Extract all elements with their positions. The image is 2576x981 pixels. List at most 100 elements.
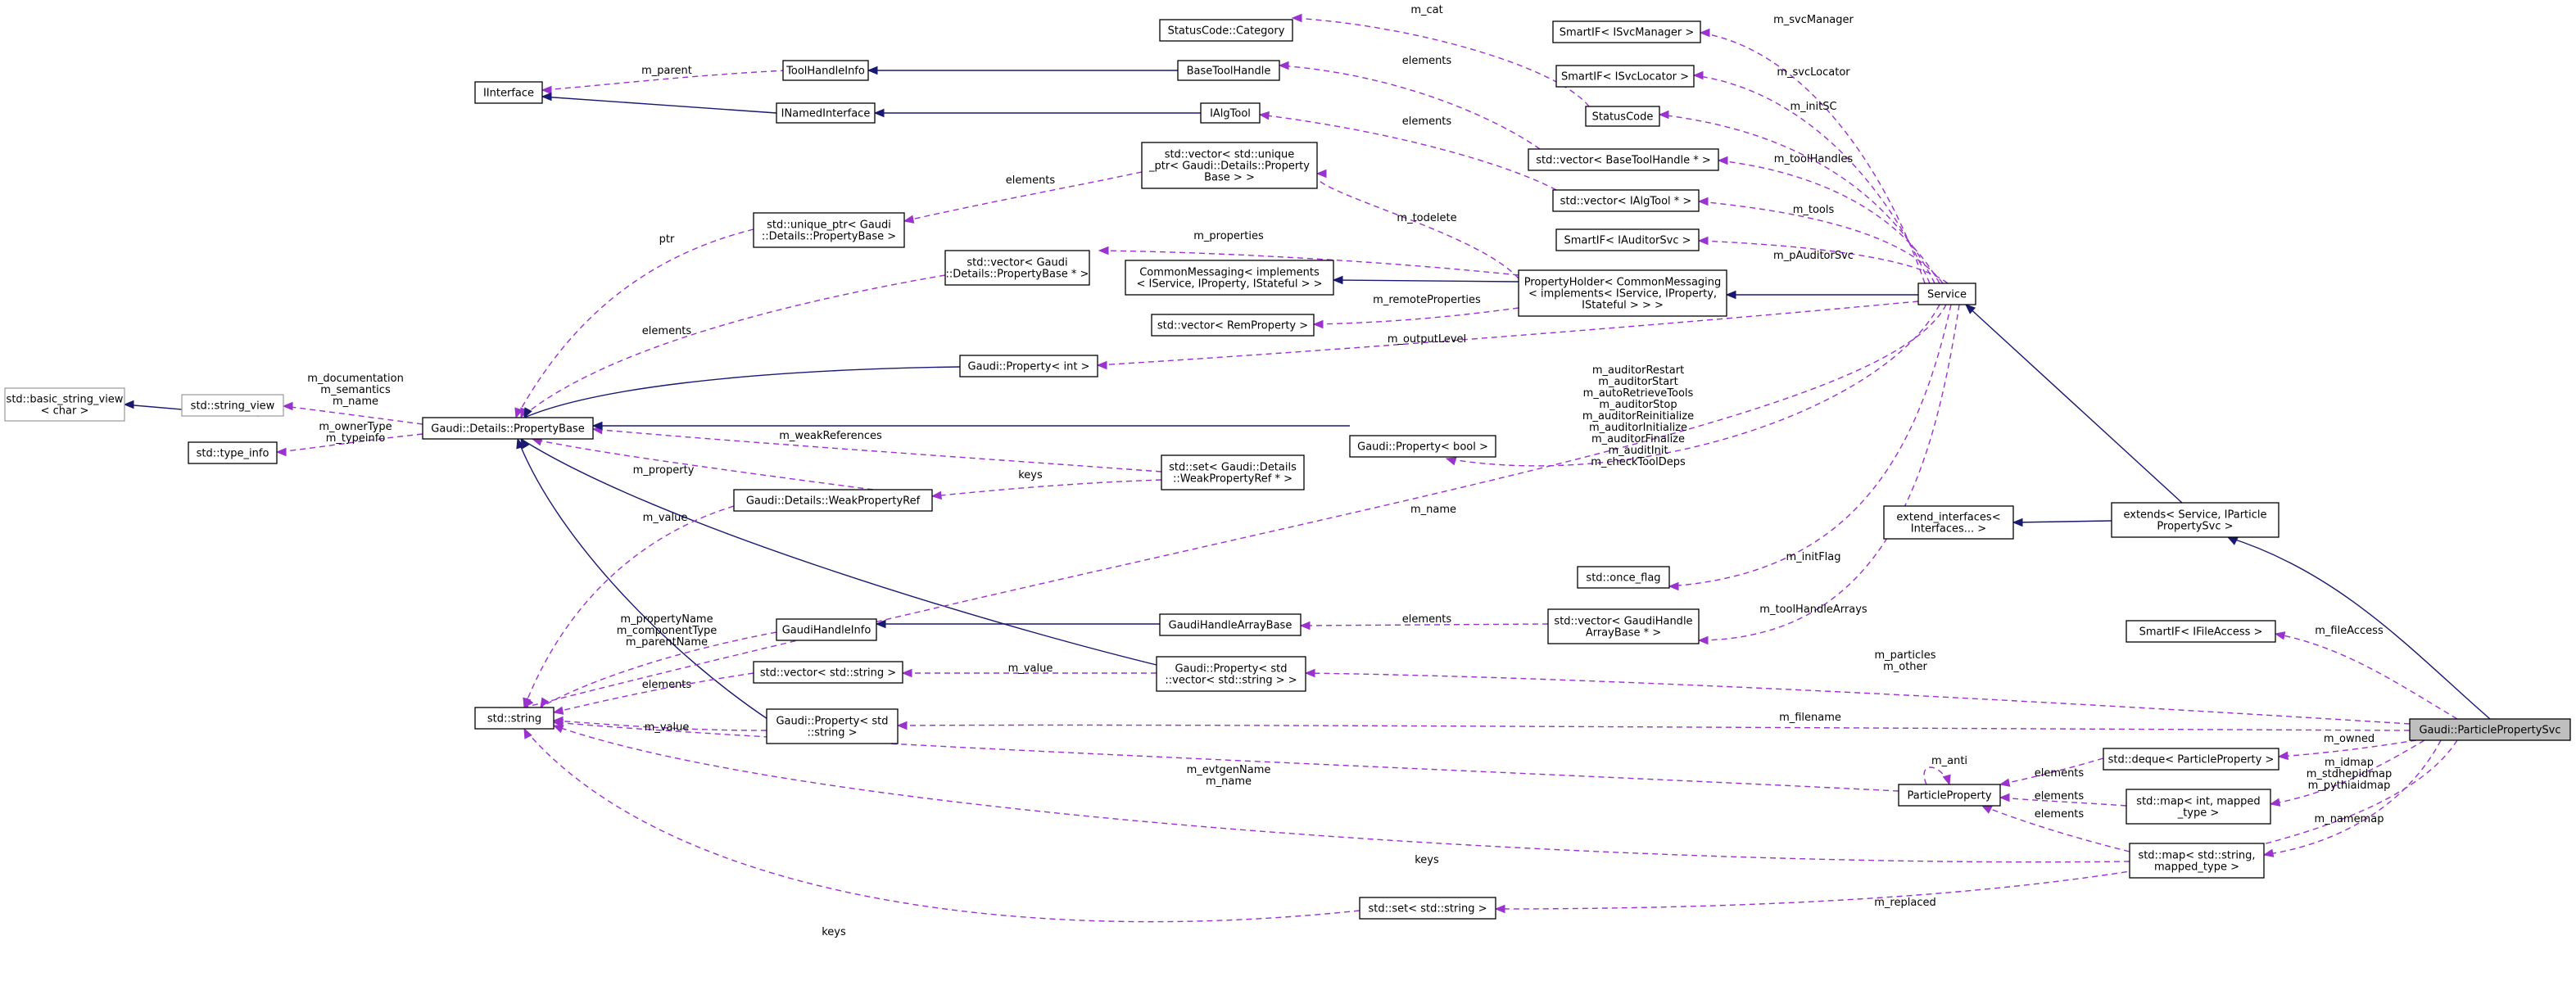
class-node-sv[interactable]: std::string_view xyxy=(181,394,284,417)
class-node-thi[interactable]: ToolHandleInfo xyxy=(782,60,869,81)
node-box xyxy=(181,394,284,417)
edge-label-text: m_remoteProperties xyxy=(1373,294,1481,306)
class-node-ghab[interactable]: GaudiHandleArrayBase xyxy=(1159,613,1302,636)
node-box xyxy=(4,387,125,422)
edge-label-l_value_pvec: m_value xyxy=(1008,662,1053,675)
class-node-iinterface[interactable]: IInterface xyxy=(474,81,543,104)
edge-label-text: m_properties xyxy=(1193,230,1264,242)
node-label: GaudiHandleInfo xyxy=(782,625,871,637)
edge-label-text: m_particles xyxy=(1875,649,1936,662)
class-node-setstr[interactable]: std::set< std::string > xyxy=(1359,897,1496,920)
class-node-service[interactable]: Service xyxy=(1917,283,1976,305)
class-node-bth[interactable]: BaseToolHandle xyxy=(1177,60,1280,81)
class-node-vecgha[interactable]: std::vector< GaudiHandleArrayBase * > xyxy=(1547,608,1700,644)
edge-label-l_parent: m_parent xyxy=(641,65,692,77)
class-node-statcat[interactable]: StatusCode::Category xyxy=(1159,19,1293,42)
class-node-statuscode[interactable]: StatusCode xyxy=(1585,106,1660,127)
node-box xyxy=(1552,189,1700,212)
usage-edge-25 xyxy=(1278,61,1541,150)
edge-arrowhead xyxy=(541,92,552,102)
class-node-mapint[interactable]: std::map< int, mapped_type > xyxy=(2126,789,2271,825)
inheritance-edge-14 xyxy=(591,421,1350,431)
node-label: _type > xyxy=(2177,807,2220,820)
node-label: std::map< int, mapped xyxy=(2136,796,2260,808)
class-node-wpr[interactable]: Gaudi::Details::WeakPropertyRef xyxy=(733,489,933,512)
class-node-svcmgr[interactable]: SmartIF< ISvcManager > xyxy=(1552,20,1701,43)
class-node-vecbth[interactable]: std::vector< BaseToolHandle * > xyxy=(1528,148,1719,171)
class-node-extifaces[interactable]: extend_interfaces<Interfaces... > xyxy=(1883,505,2014,540)
node-label: StatusCode::Category xyxy=(1168,25,1285,38)
class-node-pp[interactable]: ParticleProperty xyxy=(1898,784,2001,807)
edge-label-text: m_componentType xyxy=(617,625,718,637)
edge-label-text: m_auditorInitialize xyxy=(1589,422,1687,434)
edge-arrowhead xyxy=(1697,635,1709,645)
edge-label-text: m_toolHandleArrays xyxy=(1759,604,1867,616)
edge-label-l_auditors: m_auditorRestartm_auditorStartm_autoRetr… xyxy=(1582,364,1694,468)
edge-arrowhead xyxy=(1692,70,1704,80)
edge-label-l_keys_setstr: keys xyxy=(822,926,846,938)
class-node-vecialg[interactable]: std::vector< IAlgTool * > xyxy=(1552,189,1700,212)
usage-edge-58 xyxy=(552,725,2130,863)
class-node-svcloc[interactable]: SmartIF< ISvcLocator > xyxy=(1555,65,1695,88)
class-node-vecpb[interactable]: std::vector< Gaudi::Details::PropertyBas… xyxy=(944,250,1090,286)
node-label: Base > > xyxy=(1204,172,1255,184)
edge-label-text: m_initFlag xyxy=(1786,551,1840,563)
class-node-vecstr[interactable]: std::vector< std::string > xyxy=(753,661,903,684)
node-label: ArrayBase * > xyxy=(1586,627,1661,640)
class-node-vecrem[interactable]: std::vector< RemProperty > xyxy=(1151,314,1315,337)
edge-label-text: m_initSC xyxy=(1790,101,1836,113)
class-node-pstr[interactable]: Gaudi::Property< std::string > xyxy=(766,708,899,744)
node-box xyxy=(776,618,877,641)
edge-label-l_fileaccess: m_fileAccess xyxy=(2315,625,2384,637)
node-box xyxy=(1917,283,1976,305)
node-label: StatusCode xyxy=(1592,111,1654,124)
node-label: Gaudi::Details::WeakPropertyRef xyxy=(746,495,921,508)
class-node-inamed[interactable]: INamedInterface xyxy=(776,102,876,124)
usage-edge-12 xyxy=(531,437,874,490)
edge-label-text: m_pAuditorSvc xyxy=(1773,250,1854,262)
class-node-ph[interactable]: PropertyHolder< CommonMessaging< impleme… xyxy=(1518,269,1727,317)
node-label: PropertyHolder< CommonMessaging xyxy=(1524,277,1722,289)
usage-edge-36 xyxy=(1697,197,1944,284)
class-node-ghi[interactable]: GaudiHandleInfo xyxy=(776,618,877,641)
class-node-fileaccess[interactable]: SmartIF< IFileAccess > xyxy=(2126,620,2276,643)
edge-label-text: m_auditorFinalize xyxy=(1591,433,1685,445)
class-node-deque[interactable]: std::deque< ParticleProperty > xyxy=(2103,748,2279,771)
class-node-vecuptr[interactable]: std::vector< std::unique_ptr< Gaudi::Det… xyxy=(1141,142,1318,189)
edge-arrowhead xyxy=(282,401,293,411)
class-node-onceflag[interactable]: std::once_flag xyxy=(1577,566,1670,589)
node-box xyxy=(422,417,594,440)
inheritance-edge-5 xyxy=(867,66,1178,75)
class-node-auditor[interactable]: SmartIF< IAuditorSvc > xyxy=(1555,228,1700,251)
node-label: SmartIF< ISvcLocator > xyxy=(1561,71,1689,84)
class-node-typeinfo[interactable]: std::type_info xyxy=(188,441,278,464)
class-node-gpps[interactable]: Gaudi::ParticlePropertySvc xyxy=(2409,718,2571,741)
usage-edge-13 xyxy=(930,479,1162,500)
usage-edge-59 xyxy=(523,727,1360,923)
class-node-pbool[interactable]: Gaudi::Property< bool > xyxy=(1349,435,1496,458)
class-node-string[interactable]: std::string xyxy=(474,707,555,730)
class-node-pvecstr[interactable]: Gaudi::Property< std::vector< std::strin… xyxy=(1156,656,1306,692)
class-node-pbase[interactable]: Gaudi::Details::PropertyBase xyxy=(422,417,594,440)
edge-label-l_owned: m_owned xyxy=(2324,733,2375,745)
class-node-pint[interactable]: Gaudi::Property< int > xyxy=(959,355,1098,377)
edge-label-l_tharrays: m_toolHandleArrays xyxy=(1759,604,1867,616)
class-node-ialgtool[interactable]: IAlgTool xyxy=(1200,102,1261,124)
edge-label-text: m_replaced xyxy=(1874,897,1935,909)
edge-label-l_remote: m_remoteProperties xyxy=(1373,294,1481,306)
edge-label-l_elem_vecstr: elements xyxy=(642,679,692,691)
node-label: INamedInterface xyxy=(781,108,871,120)
usage-edge-21 xyxy=(901,668,1157,678)
class-node-setwpr[interactable]: std::set< Gaudi::Details::WeakPropertyRe… xyxy=(1161,454,1305,490)
edge-label-text: m_parentName xyxy=(626,636,708,649)
class-node-uptr[interactable]: std::unique_ptr< Gaudi::Details::Propert… xyxy=(753,212,905,248)
class-node-bsv[interactable]: std::basic_string_view< char > xyxy=(4,387,125,422)
node-box xyxy=(1883,505,2014,540)
edge-arrowhead xyxy=(2277,751,2289,761)
class-node-cm[interactable]: CommonMessaging< implements< IService, I… xyxy=(1125,260,1334,296)
class-node-mapstr[interactable]: std::map< std::string,mapped_type > xyxy=(2129,843,2265,879)
edge-arrowhead xyxy=(1258,111,1270,120)
